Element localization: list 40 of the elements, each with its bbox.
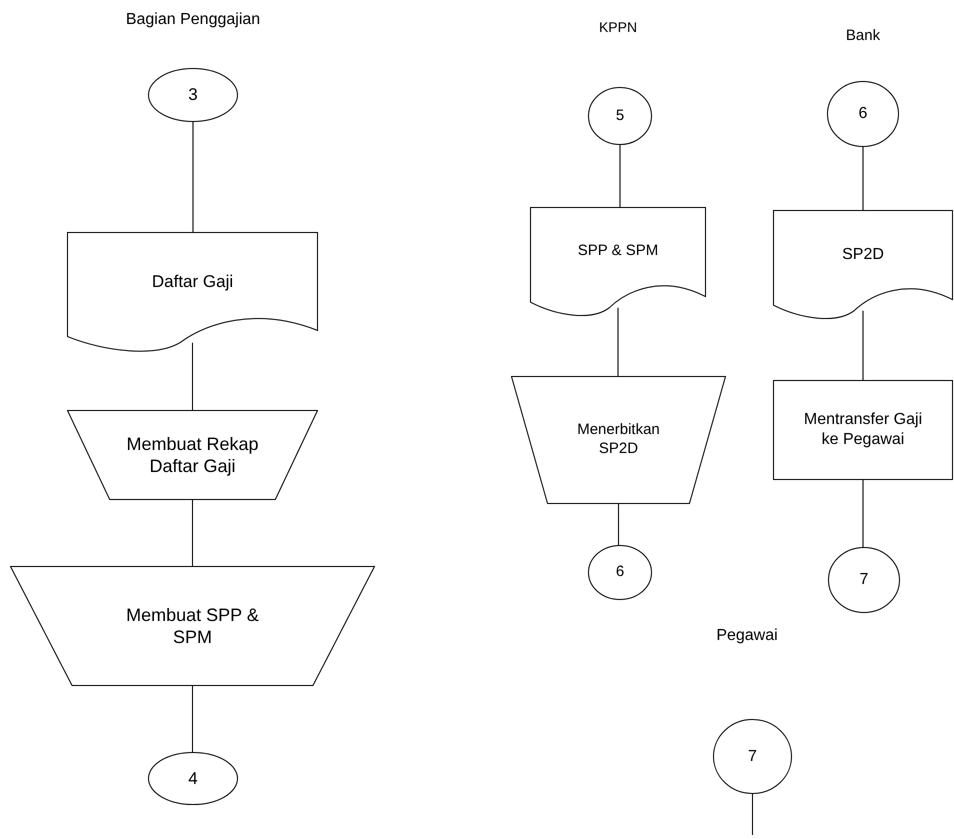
connector-line — [862, 480, 864, 548]
connector-circle — [713, 719, 792, 794]
node-text: Membuat Rekap Daftar Gaji — [125, 432, 260, 478]
connector-line — [192, 500, 193, 566]
connector-circle — [148, 752, 238, 805]
document-shape — [773, 210, 953, 322]
node-text: 6 — [616, 563, 624, 582]
connector-line — [752, 794, 753, 836]
node-text: Mentransfer Gaji ke Pegawai — [802, 410, 924, 450]
manual-operation-shape — [67, 410, 318, 500]
node-text: 7 — [860, 570, 868, 590]
node-text: 4 — [188, 768, 198, 790]
lane-heading: Pegawai — [715, 626, 779, 646]
node-text: Daftar Gaji — [152, 270, 234, 292]
document-shape — [530, 207, 706, 319]
connector-circle — [148, 68, 238, 122]
connector-line — [192, 122, 194, 232]
process-box — [773, 380, 953, 480]
manual-operation-shape — [10, 566, 375, 686]
node-text: 6 — [858, 104, 868, 124]
manual-operation-shape — [511, 376, 726, 504]
connector-circle — [588, 87, 652, 145]
lane-heading: KPPN — [598, 18, 638, 37]
connector-line — [862, 146, 864, 210]
connector-line — [192, 342, 193, 410]
lane-heading: Bagian Penggajian — [124, 10, 262, 30]
connector-line — [618, 504, 619, 546]
node-text: 7 — [748, 746, 757, 766]
node-text: SPP & SPM — [578, 242, 658, 262]
connector-circle — [828, 547, 900, 613]
connector-circle — [827, 81, 899, 147]
node-text: SP2D — [842, 244, 884, 265]
connector-line — [192, 686, 193, 752]
node-text: Menerbitkan SP2D — [576, 421, 661, 459]
connector-circle — [588, 545, 652, 600]
connector-line — [862, 310, 864, 380]
node-text: Membuat SPP & SPM — [125, 604, 260, 648]
node-text: 5 — [616, 106, 624, 126]
node-text: 3 — [188, 84, 198, 106]
lane-heading: Bank — [844, 26, 882, 46]
